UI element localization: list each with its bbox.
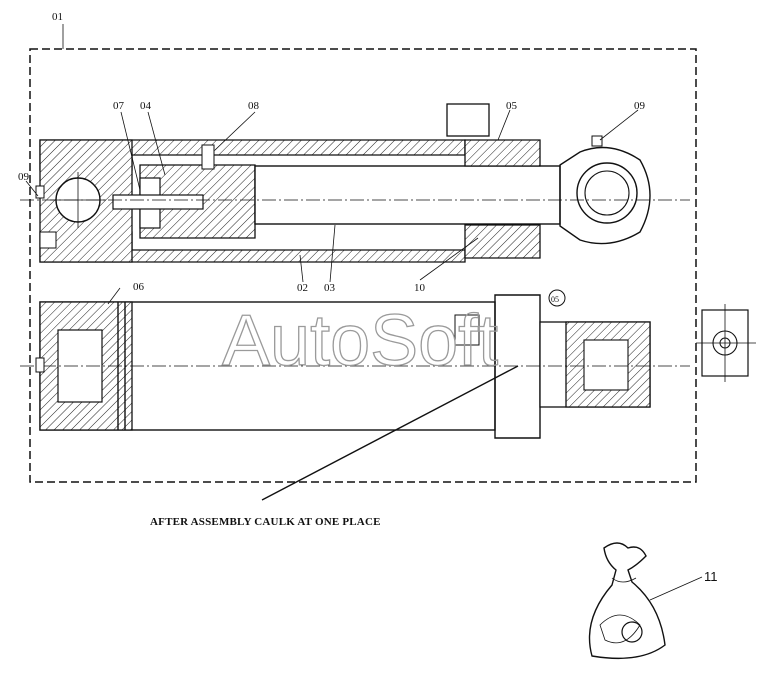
external-view-bottom: [20, 289, 690, 439]
parts-bag: [588, 542, 666, 660]
label-08: 08: [248, 100, 260, 112]
label-05: 05: [506, 100, 518, 112]
watermark: AutoSoft: [222, 301, 498, 381]
label-04: 04: [140, 100, 152, 112]
top-leaders: [25, 109, 639, 283]
section-view-top: [20, 103, 690, 263]
label-10: 10: [414, 282, 426, 294]
assembly-note: AFTER ASSEMBLY CAULK AT ONE PLACE: [150, 516, 381, 528]
end-view: [696, 304, 756, 382]
label-09-left: 09: [18, 171, 30, 183]
label-07: 07: [113, 100, 125, 112]
label-09-right: 09: [634, 100, 646, 112]
label-11: 11: [704, 569, 718, 584]
note-leader: [261, 365, 519, 501]
piston-rod: [254, 165, 561, 225]
label-05-circled: 05: [551, 295, 559, 304]
label-02: 02: [297, 282, 308, 294]
callout-circle-05: [548, 289, 566, 307]
label-03: 03: [324, 282, 336, 294]
label-01: 01: [52, 11, 63, 23]
label-06: 06: [133, 281, 145, 293]
rod-eye: [559, 146, 651, 245]
assembly-boundary: [29, 48, 697, 483]
gland: [464, 139, 541, 167]
